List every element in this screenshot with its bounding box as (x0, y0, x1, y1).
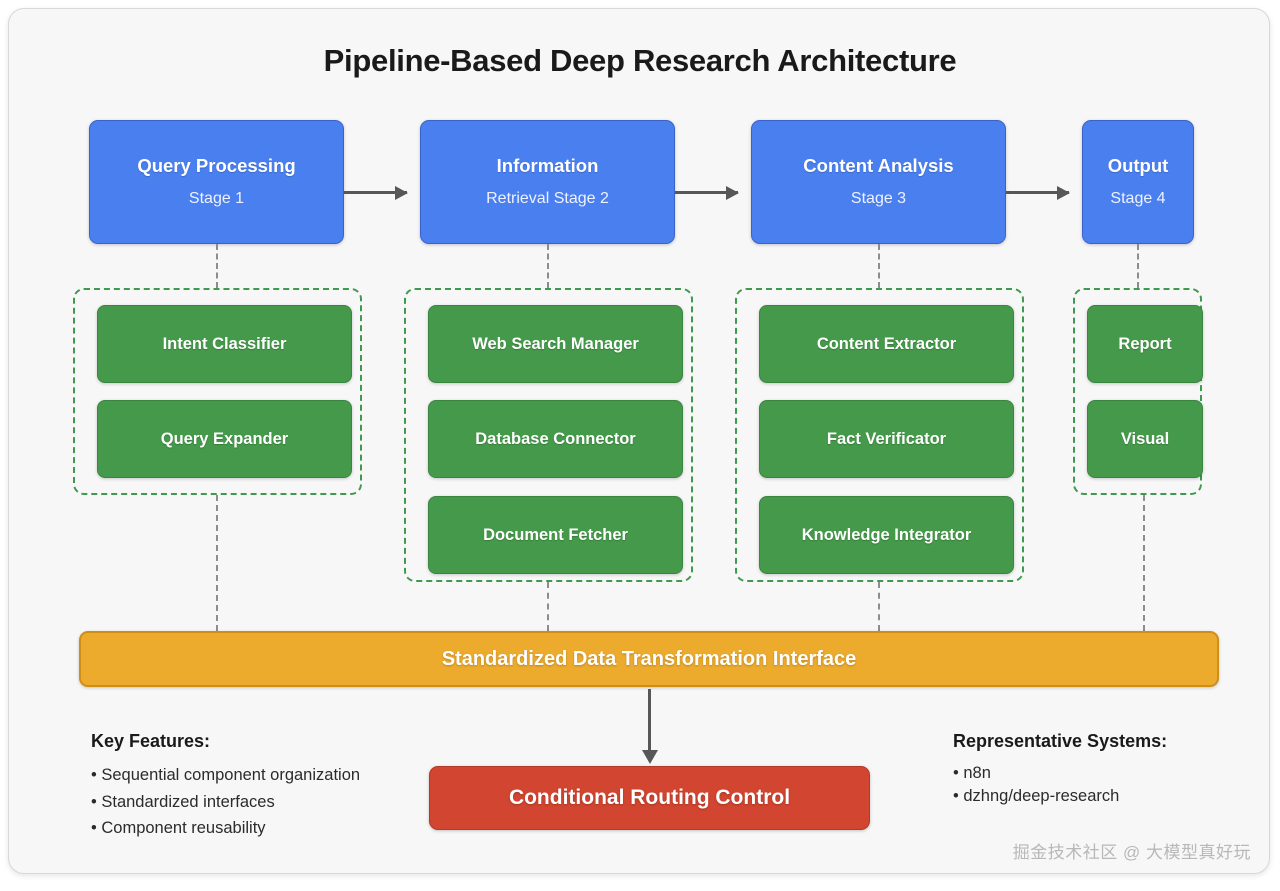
key-features-item: • Sequential component organization (91, 766, 361, 784)
connector-group1-to-interface (216, 495, 218, 631)
stage-subtitle: Stage 4 (1110, 190, 1166, 208)
standardized-interface-bar[interactable]: Standardized Data Transformation Interfa… (79, 631, 1219, 687)
stage-subtitle: Retrieval Stage 2 (486, 190, 609, 208)
component-content-extractor[interactable]: Content Extractor (759, 305, 1014, 383)
arrow-stage2-to-stage3 (675, 185, 739, 200)
connector-stage3-to-group3 (878, 244, 880, 288)
connector-stage2-to-group2 (547, 244, 549, 288)
watermark: 掘金技术社区 @ 大模型真好玩 (1012, 843, 1251, 862)
component-group-query-processing (73, 288, 362, 495)
component-group-content-analysis (735, 288, 1024, 582)
component-document-fetcher[interactable]: Document Fetcher (428, 496, 683, 574)
conditional-routing-control-box[interactable]: Conditional Routing Control (429, 766, 870, 830)
diagram-card: Pipeline-Based Deep Research Architectur… (8, 8, 1270, 874)
component-report[interactable]: Report (1087, 305, 1203, 383)
stage-subtitle: Stage 3 (850, 190, 907, 208)
stage-title: Output (1107, 155, 1169, 177)
stage-title: Query Processing (137, 155, 296, 177)
key-features-item: • Component reusability (91, 819, 266, 838)
component-web-search-manager[interactable]: Web Search Manager (428, 305, 683, 383)
component-fact-verificator[interactable]: Fact Verificator (759, 400, 1014, 478)
arrow-stage1-to-stage2 (344, 185, 408, 200)
component-group-output (1073, 288, 1202, 495)
connector-stage4-to-group4 (1137, 244, 1139, 288)
stage-box-output[interactable]: Output Stage 4 (1082, 120, 1194, 244)
component-query-expander[interactable]: Query Expander (97, 400, 352, 478)
stage-subtitle: Stage 1 (188, 190, 245, 208)
representative-systems-title: Representative Systems: (953, 731, 1168, 751)
connector-group4-to-interface (1143, 495, 1145, 631)
key-features-legend: Key Features: • Sequential component org… (91, 731, 360, 842)
stage-title: Information (496, 155, 599, 177)
component-visual[interactable]: Visual (1087, 400, 1203, 478)
arrow-stage3-to-stage4 (1006, 185, 1070, 200)
representative-systems-item: • dzhng/deep-research (953, 786, 1120, 805)
page-title: Pipeline-Based Deep Research Architectur… (323, 43, 957, 78)
connector-group3-to-interface (878, 582, 880, 631)
connector-group2-to-interface (547, 582, 549, 631)
stage-title: Content Analysis (803, 155, 954, 177)
key-features-item: • Standardized interfaces (91, 792, 275, 811)
stage-box-content-analysis[interactable]: Content Analysis Stage 3 (751, 120, 1006, 244)
component-group-information-retrieval (404, 288, 693, 582)
stage-box-information-retrieval[interactable]: Information Retrieval Stage 2 (420, 120, 675, 244)
stage-box-query-processing[interactable]: Query Processing Stage 1 (89, 120, 344, 244)
component-intent-classifier[interactable]: Intent Classifier (97, 305, 352, 383)
key-features-title: Key Features: (91, 731, 211, 751)
component-database-connector[interactable]: Database Connector (428, 400, 683, 478)
connector-stage1-to-group1 (216, 244, 218, 288)
representative-systems-legend: Representative Systems: • n8n • dzhng/de… (953, 731, 1167, 808)
component-knowledge-integrator[interactable]: Knowledge Integrator (759, 496, 1014, 574)
representative-systems-item: • n8n (953, 764, 991, 782)
arrow-interface-to-routing (641, 689, 658, 764)
